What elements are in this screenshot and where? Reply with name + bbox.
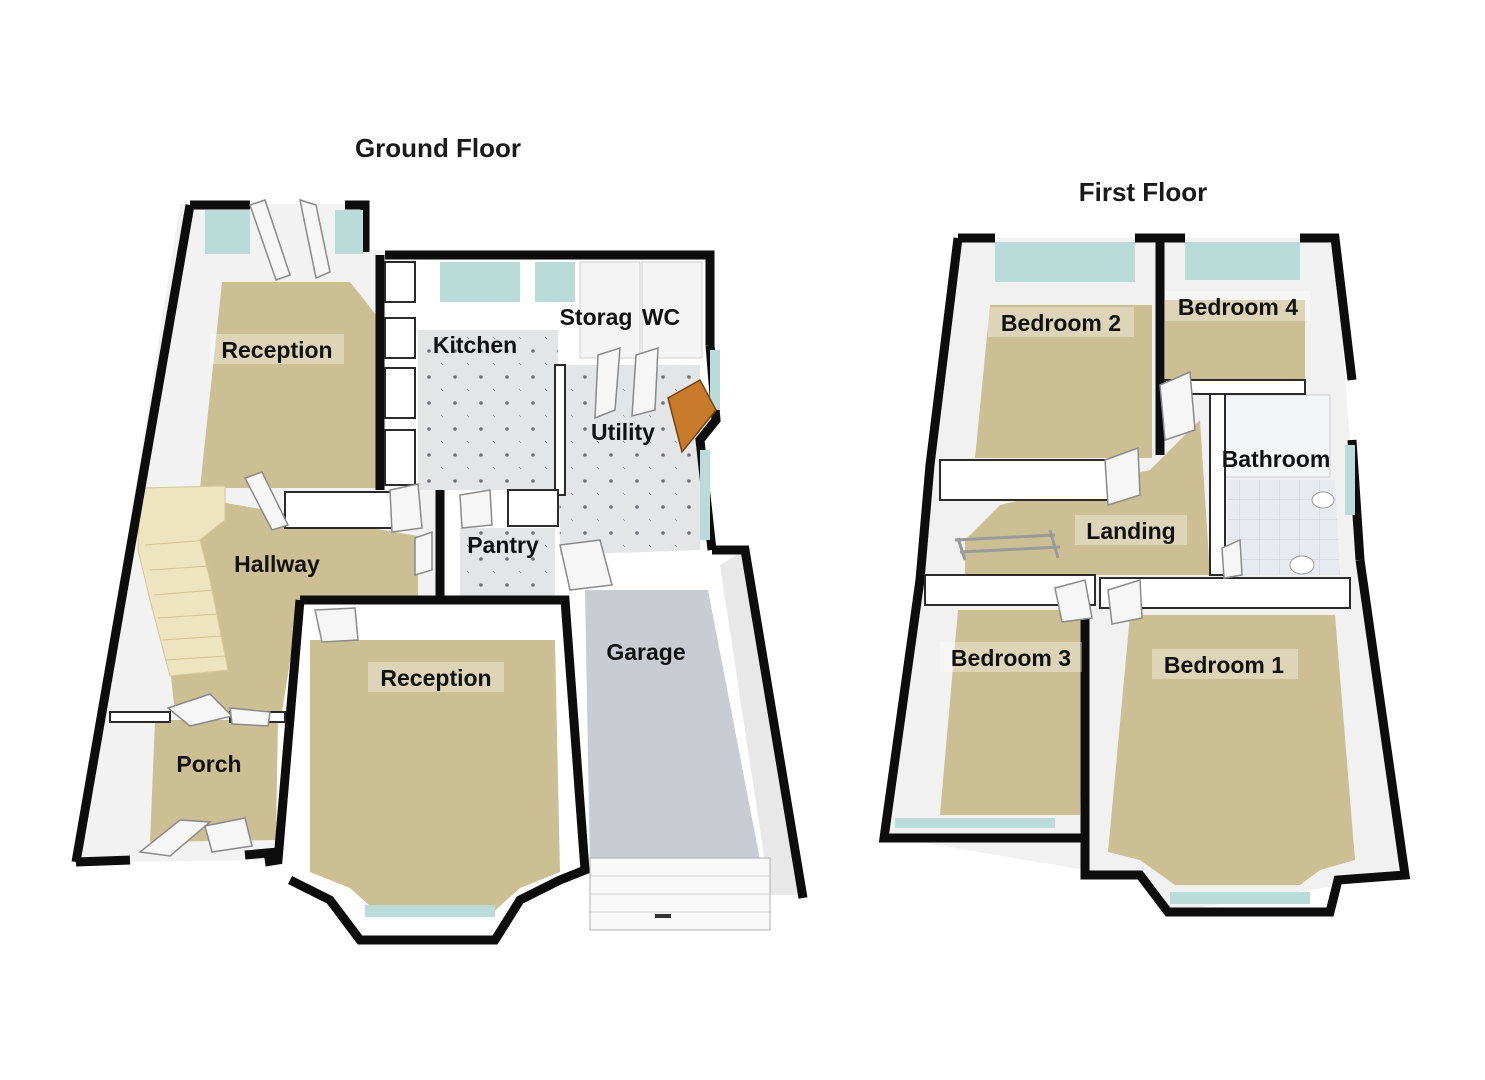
label-porch: Porch	[176, 751, 241, 777]
first-floor-title: First Floor	[1079, 177, 1208, 207]
label-bedroom-1: Bedroom 1	[1164, 652, 1284, 678]
bathroom-toilet	[1289, 555, 1315, 575]
front-reception-floor	[310, 640, 560, 915]
label-bathroom: Bathroom	[1222, 446, 1331, 472]
label-landing: Landing	[1086, 518, 1175, 544]
garage-floor	[585, 590, 760, 870]
kitchen-floor	[418, 330, 558, 490]
first-stairs-rail	[954, 529, 1061, 561]
label-kitchen: Kitchen	[433, 332, 517, 358]
porch-floor	[150, 720, 278, 842]
bedroom-4-floor	[1165, 300, 1305, 380]
rear-reception-floor	[200, 282, 380, 488]
utility-back-door	[667, 378, 717, 454]
label-rear-reception: Reception	[221, 337, 332, 363]
bedroom-2-floor	[975, 305, 1152, 458]
first-doors	[1054, 370, 1243, 625]
garage-door	[589, 857, 771, 931]
label-bedroom-2: Bedroom 2	[1001, 310, 1121, 336]
label-bedroom-3: Bedroom 3	[951, 645, 1071, 671]
label-wc: WC	[642, 304, 680, 330]
label-garage: Garage	[606, 639, 685, 665]
ground-floor: Ground Floor	[71, 133, 808, 945]
label-hallway: Hallway	[234, 551, 320, 577]
pantry-floor	[460, 528, 555, 600]
storage-floor	[579, 261, 641, 359]
bedroom-1-floor	[1108, 615, 1355, 885]
utility-floor	[558, 365, 700, 555]
label-utility: Utility	[591, 419, 655, 445]
first-windows	[895, 242, 1355, 904]
ground-stairs	[137, 485, 229, 677]
label-bedroom-4: Bedroom 4	[1178, 294, 1298, 320]
first-floor: First Floor	[878, 177, 1411, 917]
bathroom-sink	[1311, 491, 1335, 509]
ground-doors	[138, 198, 659, 857]
ground-windows	[205, 210, 720, 917]
wc-floor	[641, 261, 703, 359]
label-storage: Storag	[560, 304, 633, 330]
label-front-reception: Reception	[380, 665, 491, 691]
first-room-labels: Bedroom 2 Bedroom 4 Bathroom Landing Bed…	[940, 291, 1330, 679]
label-pantry: Pantry	[467, 532, 539, 558]
ground-room-labels: Reception Kitchen Storag WC Utility Hall…	[176, 304, 685, 777]
bedroom-3-floor	[940, 610, 1085, 815]
ground-walls	[71, 200, 808, 945]
bathroom-floor	[1228, 480, 1340, 575]
ground-floor-title: Ground Floor	[355, 133, 521, 163]
